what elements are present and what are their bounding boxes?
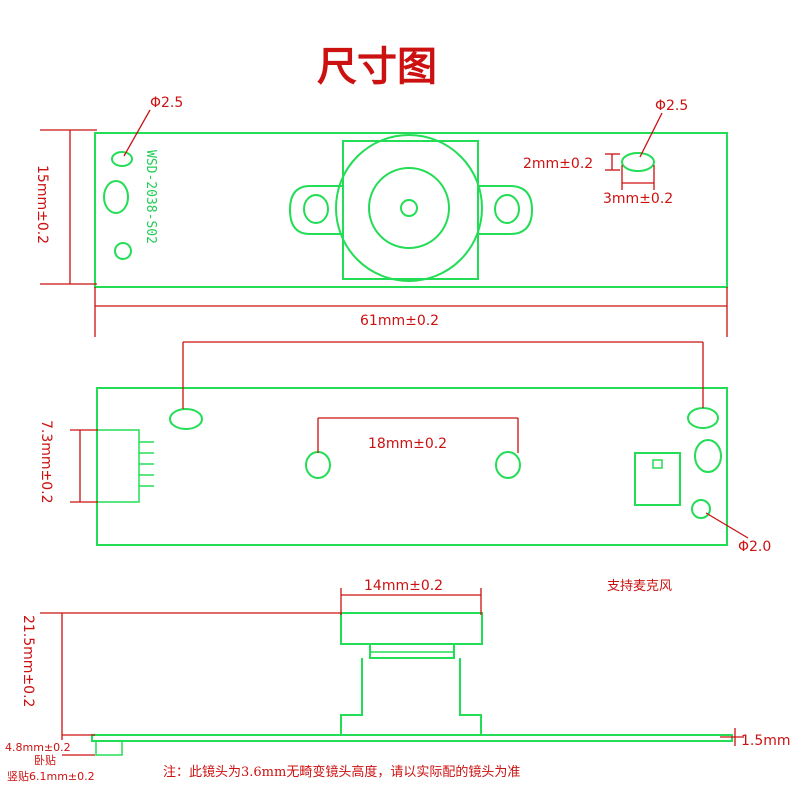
microphone-port: [652, 459, 663, 469]
drawing-title: 尺寸图: [317, 43, 437, 90]
dim-mount-upright: 竖贴6.1mm±0.2: [7, 769, 95, 783]
back-hole-18-right: [495, 451, 521, 479]
lens-cap-side: [340, 612, 483, 645]
mount-flat-label: 卧贴: [34, 753, 56, 767]
footnote: 注：此镜头为3.6mm无畸变镜头高度，请以实际配的镜头为准: [163, 764, 520, 780]
lens-inner-ring: [368, 167, 450, 249]
mount-hole-left-mid: [103, 180, 129, 214]
ear-hole-left: [303, 194, 329, 224]
slot-hole-right: [621, 152, 655, 172]
leader-hole-small: [705, 512, 749, 539]
back-hole-small: [691, 499, 711, 519]
dim-slot-width: 3mm±0.2: [603, 191, 673, 207]
pcb-outline-back: [96, 387, 728, 546]
microphone-component: [634, 452, 681, 506]
lens-ear-left: [288, 185, 343, 235]
leader-hole-right: [639, 112, 663, 158]
lens-base-side: [340, 658, 482, 736]
lens-holder-square: [342, 140, 479, 280]
back-hole-left: [169, 408, 203, 430]
lens-center: [400, 199, 418, 217]
back-hole-18-left: [305, 451, 331, 479]
back-hole-oval: [694, 439, 722, 473]
top-view: WSD-2038-S02 Φ2.5 Φ2.5 2mm±0.2 3mm±0.2: [34, 95, 728, 337]
dim-width-61: 61mm±0.2: [360, 313, 439, 329]
dim-total-height-21-5: 21.5mm±0.2: [20, 615, 36, 707]
leader-hole-left: [123, 109, 151, 157]
side-view: 14mm±0.2 21.5mm±0.2 1.5mm 4.8mm±0.2 卧贴 竖…: [5, 578, 791, 783]
dim-height-15: 15mm±0.2: [34, 165, 50, 244]
dim-slot-height: 2mm±0.2: [523, 156, 593, 172]
pcb-outline-top: [94, 132, 728, 288]
dim-hole-spacing-18: 18mm±0.2: [368, 436, 447, 452]
feature-microphone: 支持麦克风: [607, 579, 672, 594]
back-hole-right: [687, 407, 719, 429]
dim-hole-small: Φ2.0: [738, 539, 771, 555]
lens-ear-right: [478, 185, 534, 235]
part-number-label: WSD-2038-S02: [143, 150, 158, 244]
dim-connector-7-3: 7.3mm±0.2: [38, 420, 54, 504]
mount-hole-left-top: [111, 151, 133, 167]
lens-outer-ring: [335, 134, 483, 282]
mount-hole-left-bottom: [114, 242, 132, 260]
dim-hole-left: Φ2.5: [150, 95, 183, 111]
ear-hole-right: [494, 194, 520, 224]
dim-lens-width-14: 14mm±0.2: [364, 578, 443, 594]
connector-side: [95, 740, 123, 756]
dim-mount-flat: 4.8mm±0.2: [5, 741, 71, 754]
back-view: 18mm±0.2 7.3mm±0.2 Φ2.0: [38, 341, 771, 555]
dim-pcb-thickness: 1.5mm: [741, 733, 791, 749]
connector-body: [96, 429, 140, 503]
lens-neck-side: [369, 643, 455, 659]
dim-hole-right: Φ2.5: [655, 98, 688, 114]
